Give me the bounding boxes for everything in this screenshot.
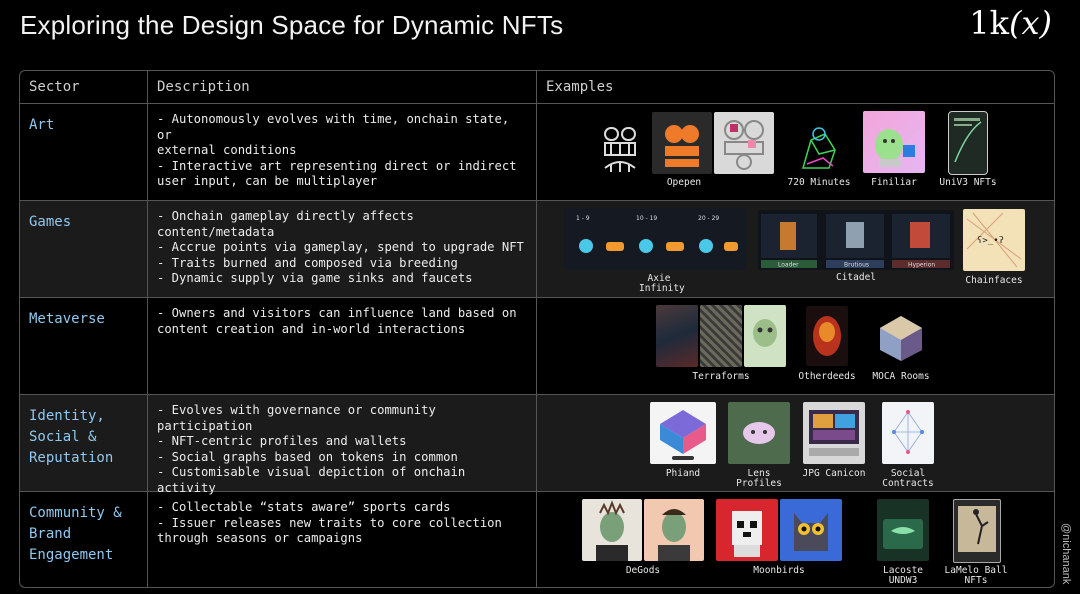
- moonbird-1-image: [716, 499, 778, 561]
- label-degods: DeGods: [625, 565, 661, 576]
- example-moca-rooms: MOCA Rooms: [872, 313, 930, 382]
- example-opepen: [602, 124, 638, 179]
- sector-metaverse: Metaverse: [20, 298, 148, 394]
- terraform-2-image: [700, 305, 742, 367]
- lamelo-ball-card-image: [953, 499, 1001, 563]
- 720-minutes-image: [802, 127, 836, 169]
- examples-metaverse: Terraforms Otherdeeds MOCA Rooms: [537, 298, 1054, 394]
- moca-room-image: [880, 316, 922, 361]
- citadel-ships-image: Loader Brutious Hyperion: [758, 210, 954, 270]
- header-sector: Sector: [20, 71, 148, 103]
- sector-identity: Identity, Social & Reputation: [20, 395, 148, 491]
- label-terraforms: Terraforms: [692, 371, 750, 382]
- description-identity: - Evolves with governance or community p…: [148, 395, 537, 495]
- table-row-metaverse: Metaverse - Owners and visitors can infl…: [20, 298, 1054, 395]
- terraform-3-image: [744, 305, 786, 367]
- brand-logo: 1k(x): [969, 4, 1052, 42]
- sector-identity-text: Identity, Social & Reputation: [29, 408, 114, 466]
- label-moonbirds: Moonbirds: [753, 565, 805, 576]
- label-lamelo-ball-nfts: LaMelo Ball NFTs: [944, 565, 1008, 586]
- sector-games: Games: [20, 201, 148, 297]
- label-lens-profiles: Lens Profiles: [736, 468, 782, 489]
- citadel-tag-1: Loader: [778, 262, 799, 269]
- axie-level-3: 20 - 29: [698, 215, 719, 222]
- label-phiand: Phiand: [665, 468, 701, 479]
- chainface-glyph: ʕ>_•ʔ: [977, 236, 1004, 246]
- label-otherdeeds: Otherdeeds: [798, 371, 856, 382]
- label-univ3-nfts: UniV3 NFTs: [939, 177, 997, 188]
- author-handle: @nichanank: [1060, 522, 1072, 584]
- description-games: - Onchain gameplay directly affects cont…: [148, 201, 537, 297]
- table-row-games: Games - Onchain gameplay directly affect…: [20, 201, 1054, 298]
- jpg-canicon-image: [803, 402, 865, 464]
- header-description: Description: [148, 71, 537, 103]
- examples-games: 1 - 9 10 - 19 20 - 29 Axie Infinity: [537, 201, 1054, 297]
- axie-levels-image: 1 - 9 10 - 19 20 - 29: [564, 208, 746, 270]
- table-row-community: Community & Brand Engagement - Collectab…: [20, 492, 1054, 587]
- label-moca-rooms: MOCA Rooms: [872, 371, 930, 382]
- table-row-art: Art - Autonomously evolves with time, on…: [20, 104, 1054, 201]
- label-citadel: Citadel: [835, 272, 877, 283]
- header-examples: Examples: [546, 79, 614, 95]
- page-title: Exploring the Design Space for Dynamic N…: [20, 10, 564, 40]
- label-axie-infinity: Axie Infinity: [639, 273, 685, 294]
- citadel-tag-3: Hyperion: [908, 262, 935, 269]
- moonbird-2-image: [780, 499, 842, 561]
- opepen-grey-image: [714, 112, 774, 174]
- label-social-contracts: Social Contracts: [882, 468, 934, 489]
- citadel-tag-2: Brutious: [844, 262, 869, 269]
- example-720-minutes: 720 Minutes: [788, 120, 850, 188]
- label-chainfaces: Chainfaces: [965, 275, 1023, 286]
- label-720-minutes: 720 Minutes: [787, 177, 851, 188]
- lacoste-undw3-image: [877, 499, 929, 561]
- examples-art: Opepen 720 Minutes Finiliar UniV3 NF: [537, 104, 1054, 200]
- opepen-orange-image: [652, 112, 712, 174]
- phiand-image: [650, 402, 716, 464]
- univ3-nft-image: [948, 111, 988, 175]
- otherdeed-image: [806, 306, 848, 366]
- lens-profile-image: [728, 402, 790, 464]
- label-finiliar: Finiliar: [871, 177, 917, 188]
- degod-2-image: [644, 499, 704, 561]
- examples-community: DeGods Moonbirds Lacoste UNDW3: [537, 492, 1054, 587]
- axie-level-2: 10 - 19: [636, 215, 657, 222]
- sector-community-text: Community & Brand Engagement: [29, 505, 122, 563]
- description-art: - Autonomously evolves with time, onchai…: [148, 104, 537, 200]
- opepen-glyph-image: [604, 127, 636, 172]
- label-lacoste-undw3: Lacoste UNDW3: [882, 565, 924, 586]
- sector-community: Community & Brand Engagement: [20, 492, 148, 587]
- nft-design-table: Sector Description Examples Art - Autono…: [19, 70, 1055, 588]
- terraform-1-image: [656, 305, 698, 367]
- table-row-identity: Identity, Social & Reputation - Evolves …: [20, 395, 1054, 495]
- label-jpg-canicon: JPG Canicon: [802, 468, 866, 479]
- social-contracts-image: [882, 402, 934, 464]
- label-opepen: Opepen: [666, 177, 702, 188]
- finiliar-image: [863, 111, 925, 173]
- chainfaces-image: ʕ>_•ʔ: [963, 209, 1025, 271]
- degod-1-image: [582, 499, 642, 561]
- examples-identity: Phiand Lens Profiles JPG Canicon Social …: [537, 395, 1054, 491]
- sector-art: Art: [20, 104, 148, 200]
- table-header: Sector Description Examples: [20, 71, 1054, 104]
- description-community: - Collectable “stats aware” sports cards…: [148, 492, 537, 587]
- description-metaverse: - Owners and visitors can influence land…: [148, 298, 537, 394]
- axie-level-1: 1 - 9: [576, 215, 590, 222]
